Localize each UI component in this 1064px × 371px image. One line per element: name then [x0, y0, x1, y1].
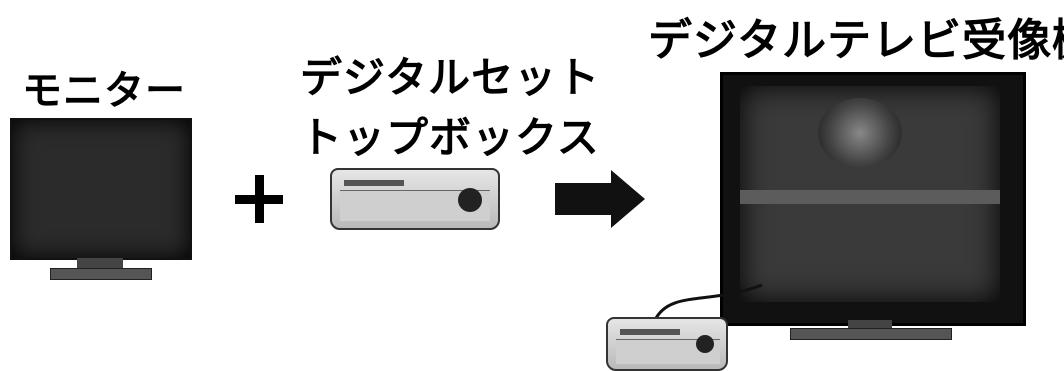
- set-top-box-label-line1: デジタルセット: [300, 53, 601, 102]
- right-arrow-icon: [555, 170, 645, 228]
- arrow-head: [611, 170, 645, 228]
- set-top-box-label: デジタルセット トップボックス: [300, 48, 600, 168]
- digital-tv-image: [720, 72, 1026, 340]
- monitor-neck: [77, 258, 123, 268]
- built-in-set-top-box-image: [606, 317, 728, 371]
- tv-neck: [848, 320, 892, 328]
- arrow-shaft: [555, 183, 613, 215]
- tv-screen-band: [740, 190, 1000, 204]
- digital-tv-label: デジタルテレビ受像機: [648, 15, 1064, 66]
- plus-icon: [235, 175, 283, 223]
- monitor-label: モニター: [22, 68, 186, 114]
- monitor-screen: [10, 118, 192, 260]
- tv-screen-firework: [818, 98, 902, 168]
- set-top-box-slot: [344, 180, 404, 186]
- tv-stand: [790, 328, 952, 340]
- monitor-image: [10, 118, 192, 298]
- built-in-set-top-box-knob: [696, 335, 714, 353]
- set-top-box-image: [330, 168, 500, 230]
- monitor-stand: [50, 268, 152, 280]
- cable-line: [653, 283, 763, 321]
- built-in-set-top-box-slot: [620, 329, 680, 335]
- set-top-box-knob: [458, 188, 482, 212]
- set-top-box-label-line2: トップボックス: [300, 113, 600, 162]
